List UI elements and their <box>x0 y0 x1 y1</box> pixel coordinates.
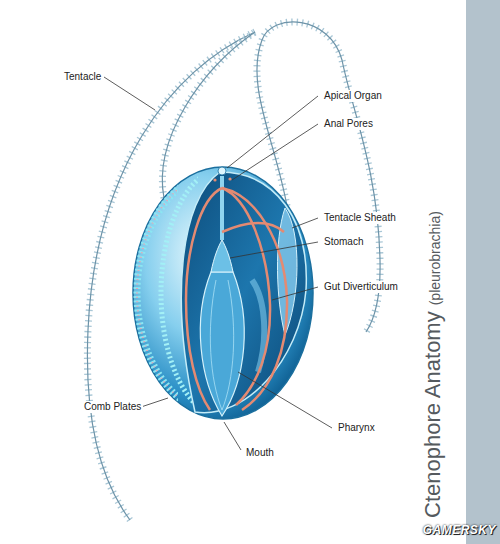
part-label: Stomach <box>322 236 365 248</box>
part-label: Apical Organ <box>322 90 384 102</box>
canal <box>186 188 222 410</box>
anal-pore <box>228 177 231 180</box>
part-label: Comb Plates <box>82 401 143 413</box>
pharynx <box>200 272 244 416</box>
leader-line <box>227 96 318 168</box>
cutaway <box>181 172 306 413</box>
leader-line <box>224 422 241 450</box>
stomach <box>211 240 233 272</box>
leaders <box>104 77 332 450</box>
comb-row <box>137 171 178 415</box>
canal <box>222 223 284 232</box>
leader-line <box>238 372 332 428</box>
anal-pore <box>213 178 216 181</box>
part-label: Tentacle <box>62 71 103 83</box>
canal <box>222 188 270 405</box>
pharynx-fold <box>210 280 233 410</box>
side-band <box>466 0 500 544</box>
diagram-title: Ctenophore Anatomy <box>420 311 445 518</box>
leader-line <box>141 398 168 407</box>
part-label: Gut Diverticulum <box>322 281 400 293</box>
species-name: (pleurobrachia) <box>427 211 443 305</box>
watermark: GAMERSKY <box>423 523 496 537</box>
body <box>133 167 313 419</box>
leader-line <box>292 218 318 228</box>
leader-line <box>104 77 155 110</box>
comb-row <box>137 171 178 415</box>
leader-line <box>272 287 318 300</box>
apical-organ <box>218 167 226 175</box>
leader-line <box>230 242 318 258</box>
canals <box>186 188 287 410</box>
canal <box>222 188 287 410</box>
part-label: Mouth <box>244 447 276 459</box>
part-label: Pharynx <box>336 422 377 434</box>
part-label: Tentacle Sheath <box>322 212 398 224</box>
leader-line <box>232 124 318 180</box>
title-block: Ctenophore Anatomy (pleurobrachia) <box>420 211 448 518</box>
part-label: Anal Pores <box>322 118 375 130</box>
